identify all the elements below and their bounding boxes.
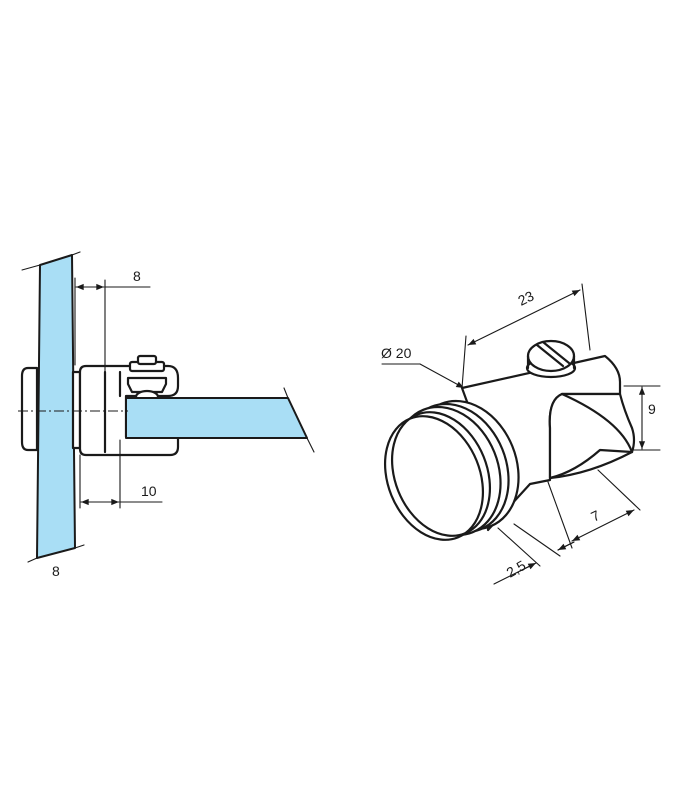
dimension-label-length: 23	[515, 287, 536, 308]
horizontal-glass-panel	[125, 397, 308, 439]
perspective-view: Ø 20 23 9 7	[381, 283, 661, 585]
vertical-glass-panel	[21, 251, 85, 563]
dimension-label-diameter: Ø 20	[381, 345, 412, 361]
dimension-slot-height: 9	[623, 385, 661, 451]
dimension-diameter: Ø 20	[381, 345, 465, 389]
dimension-slot-depth: 7	[547, 469, 641, 549]
dimension-groove: 2,5	[493, 523, 575, 585]
dimension-length: 23	[461, 283, 591, 389]
glass-slot	[548, 392, 636, 480]
dimension-clamp-depth: 8	[74, 268, 151, 373]
front-cap	[383, 411, 492, 541]
dimension-label-clamp-depth: 8	[133, 268, 141, 284]
dimension-label-wall-glass: 8	[52, 563, 60, 579]
dimension-label-slot-depth: 7	[588, 507, 602, 525]
back-mounting-disc	[20, 366, 39, 452]
top-set-screw	[525, 339, 577, 379]
dimension-label-glass-insert: 10	[141, 483, 157, 499]
dimension-glass-insert: 10	[79, 439, 163, 509]
dimension-label-slot-height: 9	[648, 401, 656, 417]
side-view: 8 10 8	[18, 251, 315, 579]
